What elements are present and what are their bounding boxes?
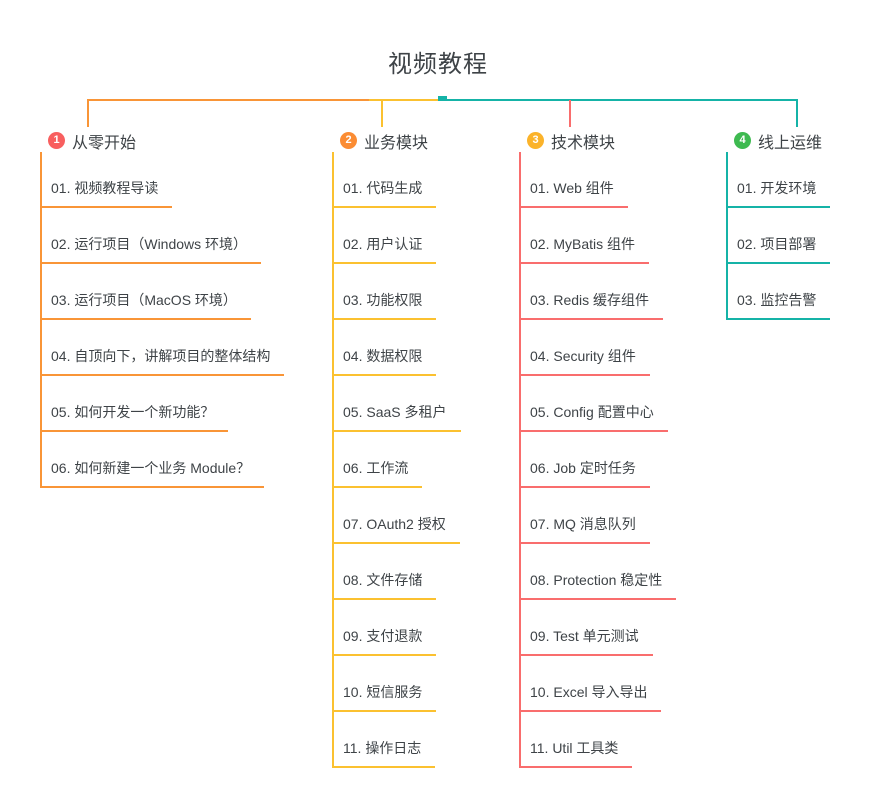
- item-label: 06. Job 定时任务: [521, 459, 650, 488]
- branch-node[interactable]: 3 技术模块: [527, 131, 676, 152]
- mindmap-node-item[interactable]: 05. 如何开发一个新功能？: [42, 376, 284, 432]
- item-label: 03. 监控告警: [728, 291, 831, 320]
- mindmap-node-item[interactable]: 10. Excel 导入导出: [521, 656, 676, 712]
- item-label: 02. 项目部署: [728, 235, 831, 264]
- mindmap-root-node[interactable]: 视频教程: [388, 51, 488, 78]
- mindmap-node-item[interactable]: 06. 工作流: [334, 432, 461, 488]
- item-label: 04. Security 组件: [521, 347, 650, 376]
- branch-number-badge: 2: [340, 132, 357, 149]
- branch-label: 线上运维: [758, 134, 823, 152]
- mindmap-node-item[interactable]: 03. Redis 缓存组件: [521, 264, 676, 320]
- item-label: 07. OAuth2 授权: [334, 515, 460, 544]
- mindmap-node-item[interactable]: 11. 操作日志: [334, 712, 461, 768]
- branch-node[interactable]: 1 从零开始: [48, 131, 284, 152]
- branch-node[interactable]: 2 业务模块: [340, 131, 461, 152]
- item-label: 05. Config 配置中心: [521, 403, 668, 432]
- item-label: 03. Redis 缓存组件: [521, 291, 664, 320]
- mindmap-node-item[interactable]: 07. MQ 消息队列: [521, 488, 676, 544]
- mindmap-node-item[interactable]: 01. 开发环境: [728, 152, 831, 208]
- mindmap-node-item[interactable]: 04. 自顶向下，讲解项目的整体结构: [42, 320, 285, 376]
- mindmap-node-item[interactable]: 10. 短信服务: [334, 656, 461, 712]
- item-label: 03. 运行项目（MacOS 环境）: [42, 291, 251, 320]
- mindmap-node-item[interactable]: 04. Security 组件: [521, 320, 676, 376]
- connector-line-branch4: [438, 99, 798, 101]
- item-label: 11. Util 工具类: [521, 739, 633, 768]
- item-label: 09. 支付退款: [334, 627, 437, 656]
- item-label: 04. 数据权限: [334, 347, 437, 376]
- mindmap-node-item[interactable]: 02. MyBatis 组件: [521, 208, 676, 264]
- item-label: 01. 开发环境: [728, 179, 831, 208]
- item-label: 08. 文件存储: [334, 571, 437, 600]
- mindmap-node-item[interactable]: 07. OAuth2 授权: [334, 488, 461, 544]
- mindmap-node-item[interactable]: 02. 用户认证: [334, 208, 461, 264]
- item-label: 05. SaaS 多租户: [334, 403, 461, 432]
- mindmap-node-item[interactable]: 06. 如何新建一个业务 Module？: [42, 432, 284, 488]
- branch-label: 业务模块: [364, 134, 429, 152]
- item-label: 09. Test 单元测试: [521, 627, 653, 656]
- branch-getting-started: 1 从零开始 01. 视频教程导读 02. 运行项目（Windows 环境） 03.…: [40, 131, 285, 488]
- mindmap-node-item[interactable]: 09. Test 单元测试: [521, 600, 676, 656]
- item-label: 05. 如何开发一个新功能？: [42, 403, 229, 432]
- branch-label: 技术模块: [551, 134, 616, 152]
- item-label: 01. Web 组件: [521, 179, 628, 208]
- item-label: 01. 视频教程导读: [42, 179, 173, 208]
- branch-online-operations: 4 线上运维 01. 开发环境 02. 项目部署 03. 监控告警: [726, 131, 831, 320]
- connector-drop-branch2: [381, 100, 383, 127]
- mindmap-node-item[interactable]: 09. 支付退款: [334, 600, 461, 656]
- item-label: 10. 短信服务: [334, 683, 437, 712]
- connector-elbow-branch4: [438, 96, 447, 99]
- connector-line-branch2: [369, 99, 440, 101]
- item-label: 02. MyBatis 组件: [521, 235, 650, 264]
- mindmap-node-item[interactable]: 03. 功能权限: [334, 264, 461, 320]
- mindmap-node-item[interactable]: 02. 项目部署: [728, 208, 831, 264]
- connector-drop-branch3: [569, 100, 571, 127]
- branch-number-badge: 3: [527, 132, 544, 149]
- mindmap-node-item[interactable]: 01. 视频教程导读: [42, 152, 284, 208]
- item-label: 06. 工作流: [334, 459, 423, 488]
- branch-technical-modules: 3 技术模块 01. Web 组件 02. MyBatis 组件 03. Redis…: [519, 131, 677, 768]
- mindmap-node-item[interactable]: 06. Job 定时任务: [521, 432, 676, 488]
- branch-number-badge: 4: [734, 132, 751, 149]
- item-label: 04. 自顶向下，讲解项目的整体结构: [42, 347, 285, 376]
- item-label: 06. 如何新建一个业务 Module？: [42, 459, 265, 488]
- item-label: 01. 代码生成: [334, 179, 437, 208]
- mindmap-node-item[interactable]: 01. Web 组件: [521, 152, 676, 208]
- mindmap-node-item[interactable]: 03. 运行项目（MacOS 环境）: [42, 264, 284, 320]
- mindmap-node-item[interactable]: 08. 文件存储: [334, 544, 461, 600]
- branch-item-list: 01. 视频教程导读 02. 运行项目（Windows 环境） 03. 运行项目（M…: [40, 152, 285, 488]
- connector-line-branch1: [87, 99, 438, 101]
- item-label: 08. Protection 稳定性: [521, 571, 677, 600]
- mindmap-node-item[interactable]: 01. 代码生成: [334, 152, 461, 208]
- branch-number-badge: 1: [48, 132, 65, 149]
- mindmap-node-item[interactable]: 05. Config 配置中心: [521, 376, 676, 432]
- mindmap-node-item[interactable]: 04. 数据权限: [334, 320, 461, 376]
- branch-item-list: 01. 开发环境 02. 项目部署 03. 监控告警: [726, 152, 831, 320]
- branch-item-list: 01. 代码生成 02. 用户认证 03. 功能权限 04. 数据权限 05. SaaS…: [332, 152, 461, 768]
- branch-node[interactable]: 4 线上运维: [734, 131, 830, 152]
- item-label: 07. MQ 消息队列: [521, 515, 650, 544]
- item-label: 10. Excel 导入导出: [521, 683, 662, 712]
- mindmap-node-item[interactable]: 03. 监控告警: [728, 264, 831, 320]
- mindmap-node-item[interactable]: 11. Util 工具类: [521, 712, 676, 768]
- item-label: 03. 功能权限: [334, 291, 437, 320]
- connector-drop-branch1: [87, 100, 89, 127]
- mindmap-node-item[interactable]: 02. 运行项目（Windows 环境）: [42, 208, 284, 264]
- item-label: 11. 操作日志: [334, 739, 436, 768]
- branch-label: 从零开始: [72, 134, 137, 152]
- mindmap-node-item[interactable]: 05. SaaS 多租户: [334, 376, 461, 432]
- mindmap-node-item[interactable]: 08. Protection 稳定性: [521, 544, 677, 600]
- item-label: 02. 用户认证: [334, 235, 437, 264]
- item-label: 02. 运行项目（Windows 环境）: [42, 235, 262, 264]
- connector-drop-branch4: [796, 100, 798, 127]
- branch-item-list: 01. Web 组件 02. MyBatis 组件 03. Redis 缓存组件 04…: [519, 152, 677, 768]
